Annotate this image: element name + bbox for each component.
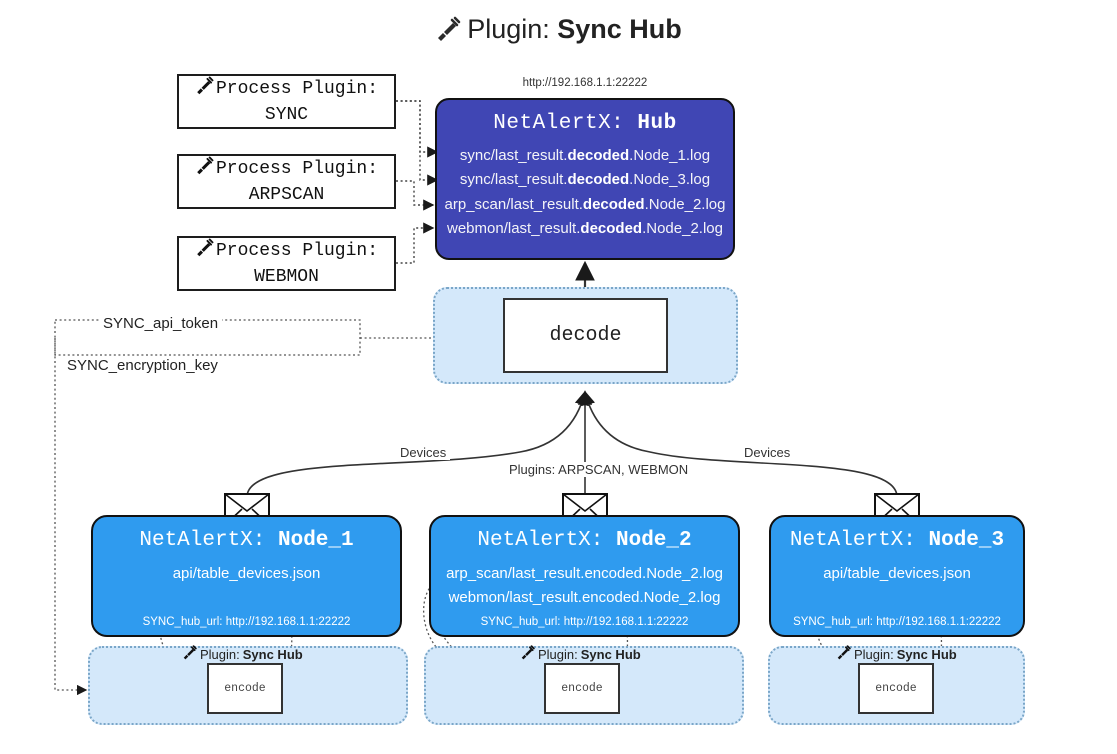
plug-icon bbox=[836, 645, 851, 663]
process-plugin-box-sync[interactable]: Process Plugin: SYNC bbox=[177, 74, 396, 129]
node-box-node-3[interactable]: NetAlertX: Node_3 api/table_devices.json… bbox=[769, 515, 1025, 637]
node-footer: SYNC_hub_url: http://192.168.1.1:22222 bbox=[480, 616, 689, 628]
process-plugin-box-webmon[interactable]: Process Plugin: WEBMON bbox=[177, 236, 396, 291]
encode-box-2[interactable]: encode bbox=[544, 663, 620, 714]
encode-box-1[interactable]: encode bbox=[207, 663, 283, 714]
encode-plugin-label-2: Plugin: Sync Hub bbox=[520, 645, 641, 663]
process-plugin-label: Process Plugin: bbox=[215, 159, 379, 180]
encode-box-3[interactable]: encode bbox=[858, 663, 934, 714]
hub-log-line: sync/last_result.decoded.Node_3.log bbox=[459, 171, 711, 189]
process-plugin-header: Process Plugin: bbox=[195, 156, 378, 183]
hub-title: NetAlertX: Hub bbox=[493, 112, 676, 135]
hub-log-line: sync/last_result.decoded.Node_1.log bbox=[459, 147, 711, 164]
edge-label-devices-right: Devices bbox=[740, 445, 795, 460]
title-prefix: Plugin: bbox=[467, 14, 550, 44]
node-title: NetAlertX: Node_3 bbox=[789, 529, 1005, 552]
process-plugin-box-arpscan[interactable]: Process Plugin: ARPSCAN bbox=[177, 154, 396, 209]
edge-label-plugins-center: Plugins: ARPSCAN, WEBMON bbox=[505, 462, 693, 477]
title-name: Sync Hub bbox=[557, 14, 682, 44]
node-line: arp_scan/last_result.encoded.Node_2.log bbox=[446, 565, 723, 582]
sync-api-token-label: SYNC_api_token bbox=[99, 315, 223, 332]
plug-icon bbox=[435, 16, 461, 49]
plug-icon bbox=[182, 645, 197, 663]
process-plugin-name: ARPSCAN bbox=[248, 185, 325, 205]
node-box-node-1[interactable]: NetAlertX: Node_1 api/table_devices.json… bbox=[91, 515, 402, 637]
process-plugin-name: WEBMON bbox=[254, 267, 319, 287]
node-box-node-2[interactable]: NetAlertX: Node_2 arp_scan/last_result.e… bbox=[429, 515, 740, 637]
page-title: Plugin: Sync Hub bbox=[0, 14, 1117, 49]
process-plugin-header: Process Plugin: bbox=[195, 76, 378, 103]
plug-icon bbox=[195, 76, 214, 103]
node-title: NetAlertX: Node_2 bbox=[477, 529, 692, 552]
hub-log-line: arp_scan/last_result.decoded.Node_2.log bbox=[444, 195, 726, 213]
node-footer: SYNC_hub_url: http://192.168.1.1:22222 bbox=[142, 616, 351, 628]
edge-label-devices-left: Devices bbox=[396, 445, 451, 460]
node-title: NetAlertX: Node_1 bbox=[139, 529, 354, 552]
hub-url-label: http://192.168.1.1:22222 bbox=[522, 77, 648, 89]
hub-box[interactable]: NetAlertX: Hub sync/last_result.decoded.… bbox=[435, 98, 735, 260]
process-plugin-header: Process Plugin: bbox=[195, 238, 378, 265]
node-line: webmon/last_result.encoded.Node_2.log bbox=[448, 589, 721, 606]
node-footer: SYNC_hub_url: http://192.168.1.1:22222 bbox=[793, 616, 1001, 628]
node-line: api/table_devices.json bbox=[172, 565, 321, 582]
encode-plugin-label-3: Plugin: Sync Hub bbox=[836, 645, 957, 663]
hub-title-name: Hub bbox=[637, 112, 677, 135]
node-line: api/table_devices.json bbox=[823, 565, 971, 582]
hub-title-prefix: NetAlertX: bbox=[493, 112, 625, 135]
plug-icon bbox=[520, 645, 535, 663]
plug-icon bbox=[195, 156, 214, 183]
decode-box[interactable]: decode bbox=[503, 298, 668, 373]
sync-encryption-key-label: SYNC_encryption_key bbox=[63, 357, 222, 374]
process-plugin-label: Process Plugin: bbox=[215, 79, 379, 100]
process-plugin-label: Process Plugin: bbox=[215, 241, 379, 262]
process-plugin-name: SYNC bbox=[264, 105, 309, 125]
plug-icon bbox=[195, 238, 214, 265]
hub-log-line: webmon/last_result.decoded.Node_2.log bbox=[447, 219, 723, 237]
encode-plugin-label-1: Plugin: Sync Hub bbox=[182, 645, 303, 663]
